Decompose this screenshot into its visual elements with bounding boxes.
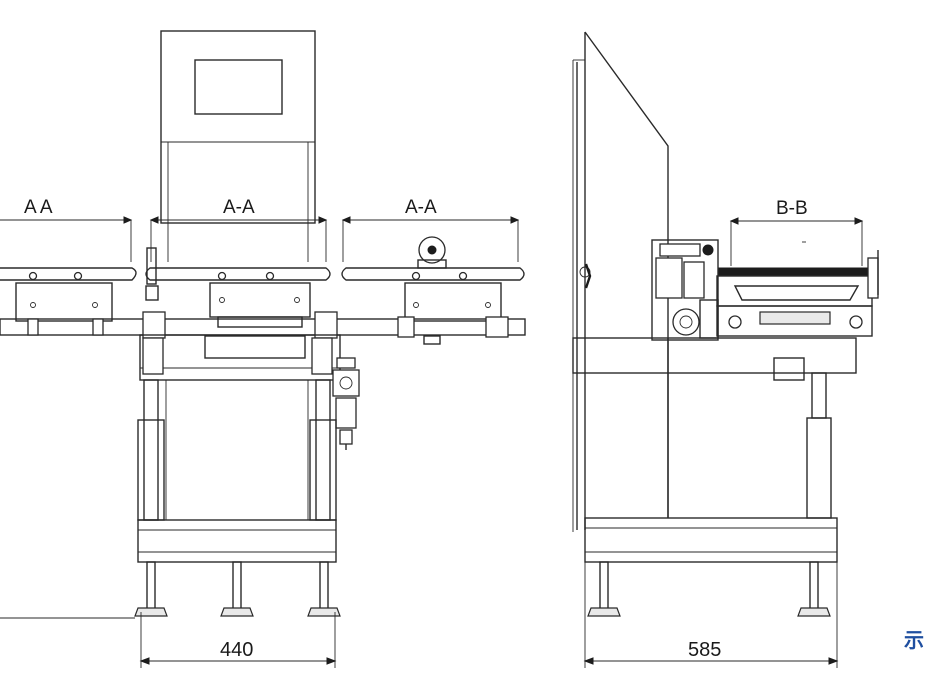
belt-side-panels <box>15 282 502 328</box>
section-label-left: A A <box>24 197 53 218</box>
side-width-dimension <box>583 562 839 668</box>
front-base <box>137 519 337 563</box>
dimension-440: 440 <box>220 639 253 661</box>
dimension-585: 585 <box>688 639 721 661</box>
side-motor-block <box>651 239 719 341</box>
front-frame <box>139 247 341 381</box>
air-filter-regulator <box>332 357 360 450</box>
front-view <box>0 30 526 668</box>
conveyor-belts <box>0 236 525 281</box>
section-markers <box>0 216 520 262</box>
section-label-right: A-A <box>405 197 437 218</box>
side-feet <box>587 561 831 617</box>
front-feet <box>0 561 341 619</box>
front-width-dimension <box>139 612 337 668</box>
touch-screen <box>194 59 283 115</box>
side-base <box>584 517 838 563</box>
front-legs <box>137 379 337 521</box>
section-label-side: B-B <box>776 198 808 219</box>
section-label-mid: A-A <box>223 197 255 218</box>
display-cabinet <box>160 30 316 262</box>
side-view <box>572 31 879 668</box>
side-frame <box>572 337 857 519</box>
side-cabinet <box>572 31 669 532</box>
side-section-marker <box>729 217 864 266</box>
cut-off-caption-char: 示 <box>904 628 924 652</box>
side-conveyor <box>716 241 879 337</box>
